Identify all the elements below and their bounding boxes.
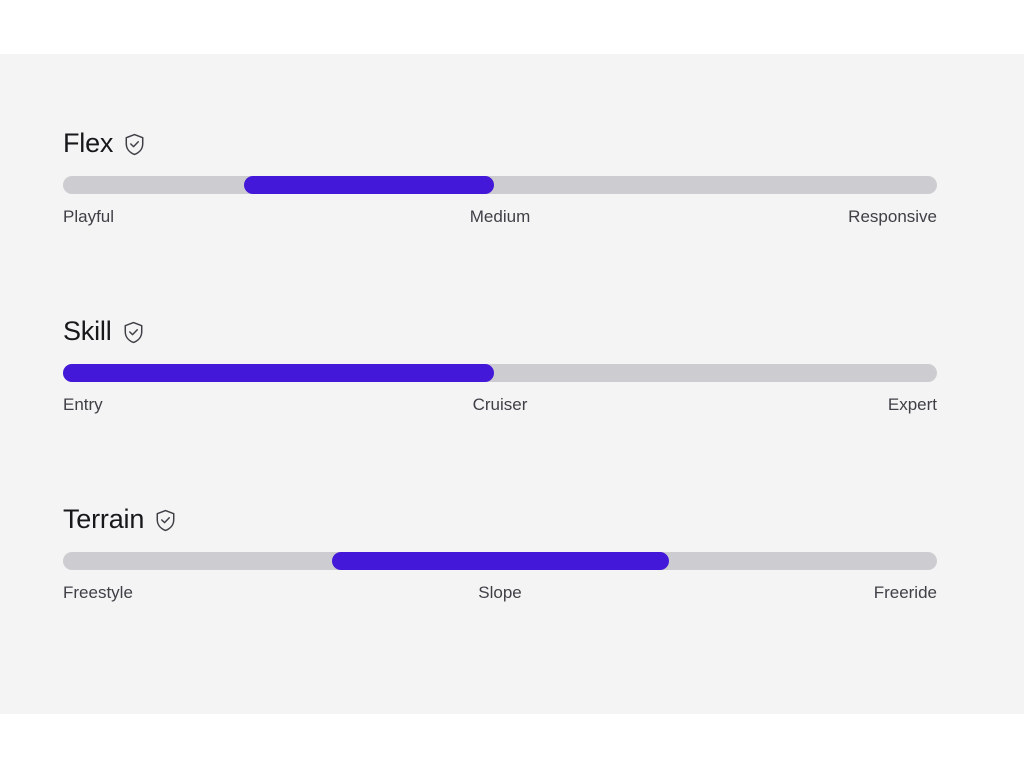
shield-check-icon [123,321,144,344]
scale-label-middle: Medium [469,207,531,226]
spec-slider-fill [63,364,494,382]
spec-header: Flex [63,130,937,157]
spec-group-terrain: Terrain Freestyle Slope Freeride [63,506,937,604]
spec-slider-fill [332,552,669,570]
spec-slider-track-skill[interactable] [63,364,937,382]
spec-list: Flex Playful Medium Responsive Skil [63,130,937,604]
spec-panel: Flex Playful Medium Responsive Skil [0,54,1024,714]
shield-check-icon [124,133,145,156]
shield-check-icon [155,509,176,532]
scale-label-start: Freestyle [63,583,133,602]
spec-slider-track-terrain[interactable] [63,552,937,570]
spec-title: Terrain [63,504,145,534]
scale-label-middle: Cruiser [472,395,528,414]
spec-scale-labels: Freestyle Slope Freeride [63,582,937,604]
spec-scale-labels: Entry Cruiser Expert [63,394,937,416]
spec-header: Skill [63,318,937,345]
spec-title: Flex [63,128,114,158]
scale-label-end: Freeride [873,583,937,602]
spec-title: Skill [63,316,112,346]
spec-header: Terrain [63,506,937,533]
spec-slider-fill [243,176,494,194]
scale-label-start: Playful [63,207,115,226]
scale-label-end: Expert [887,395,937,414]
scale-label-end: Responsive [848,207,937,226]
scale-label-middle: Slope [478,583,522,602]
spec-group-skill: Skill Entry Cruiser Expert [63,318,937,416]
spec-group-flex: Flex Playful Medium Responsive [63,130,937,228]
spec-scale-labels: Playful Medium Responsive [63,206,937,228]
spec-slider-track-flex[interactable] [63,176,937,194]
scale-label-start: Entry [63,395,103,414]
